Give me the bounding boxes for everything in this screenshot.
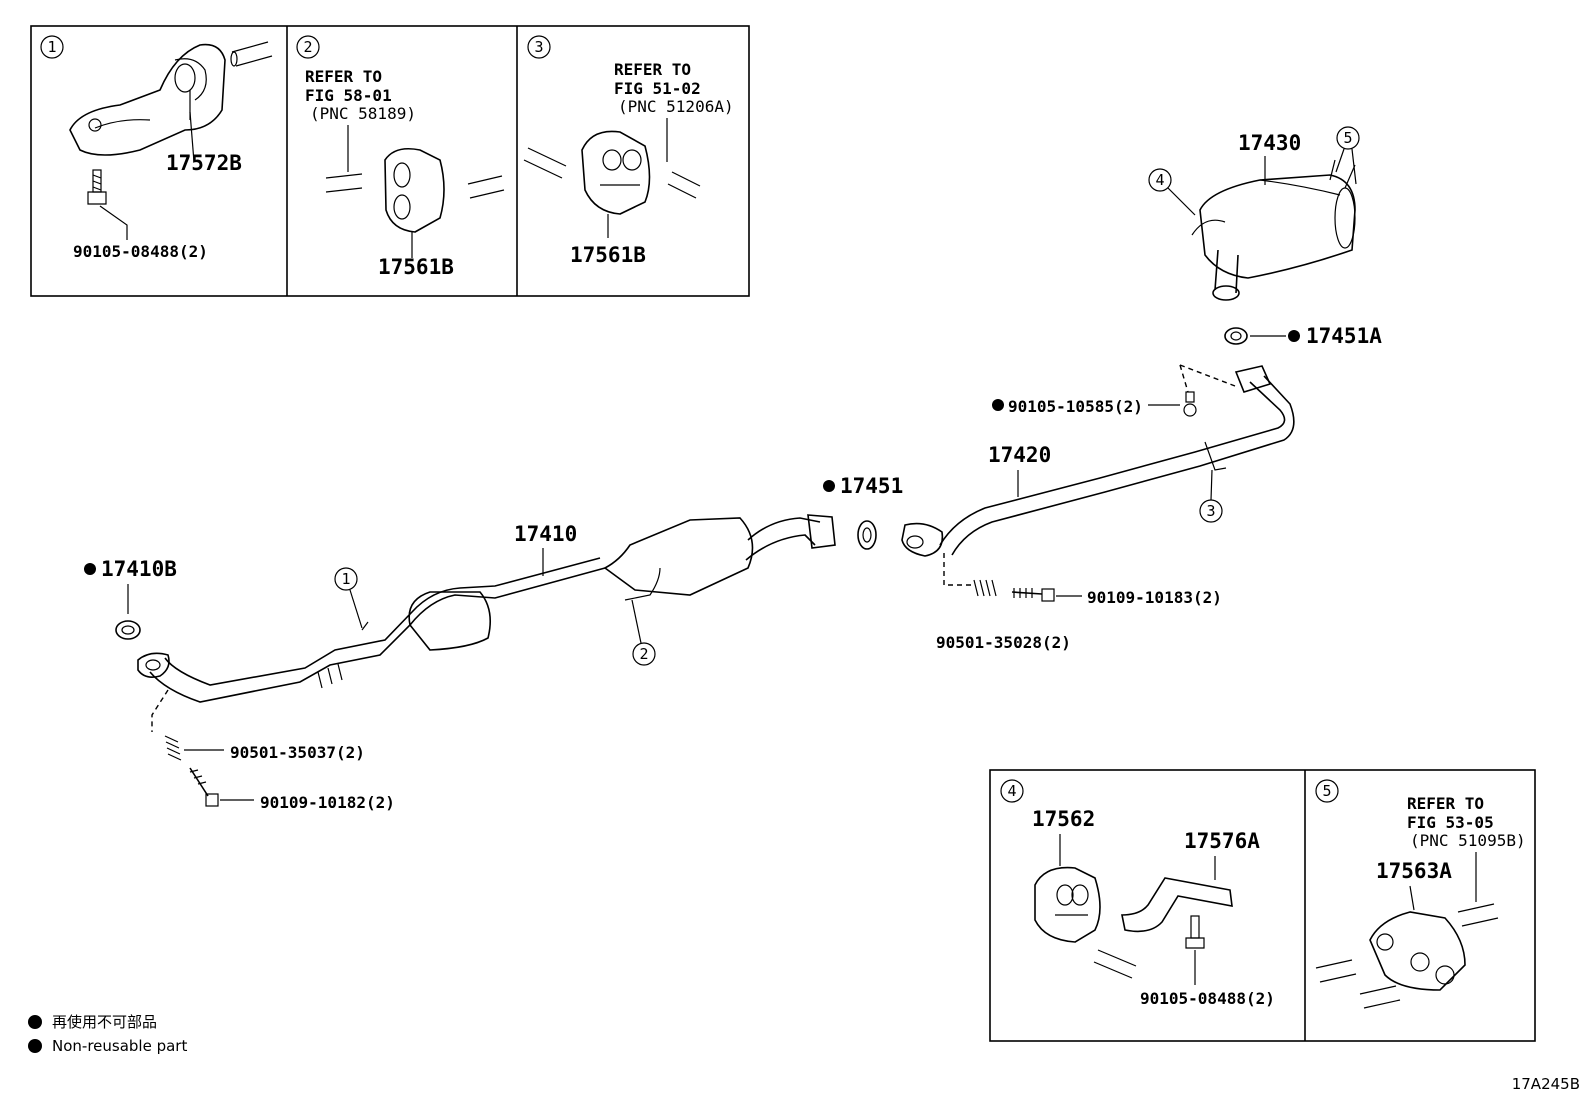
inset-3-number: 3 [534,38,543,56]
inset-2-ref-line3: (PNC 58189) [310,104,416,123]
rubber-hanger-drawing [1034,866,1101,943]
bolt-icon [1185,915,1205,949]
inset-5-ref-line2: FIG 53-05 [1407,813,1494,832]
legend-jp: 再使用不可部品 [28,1011,157,1032]
bolt-icon [1183,391,1197,417]
label-17576A: 17576A [1184,829,1260,853]
non-reusable-marker [992,399,1004,411]
center-pipe-17420 [901,365,1295,557]
label-90501-35037: 90501-35037(2) [230,743,365,762]
front-pipe-17410 [137,514,836,703]
label-90109-10183: 90109-10183(2) [1087,588,1222,607]
non-reusable-marker [823,480,835,492]
callout-1: 1 [341,570,350,588]
label-90105-08488-inset1: 90105-08488(2) [73,242,208,261]
label-17563A: 17563A [1376,859,1452,883]
inset-2-ref-line1: REFER TO [305,67,382,86]
rubber-hanger-drawing [581,130,651,215]
gasket-17451 [857,520,877,550]
non-reusable-marker [1288,330,1300,342]
label-17410: 17410 [514,522,577,546]
bolt-icon [189,767,219,807]
gasket-17451A [1224,327,1248,345]
inset-4: 4 17562 17576A 90105-08488(2) [1000,779,1275,1008]
muffler-17430 [1191,159,1356,301]
label-17451: 17451 [840,474,903,498]
callout-5: 5 [1343,129,1352,147]
heat-insulator-drawing [69,43,226,156]
inset-5-ref-line1: REFER TO [1407,794,1484,813]
callout-2: 2 [639,645,648,663]
inset-2: 2 REFER TO FIG 58-01 (PNC 58189) 17561B [296,35,505,279]
legend-en: Non-reusable part [28,1037,187,1055]
bracket-drawing [1121,877,1233,933]
inset-2-ref-line2: FIG 58-01 [305,86,392,105]
label-90105-08488-inset4: 90105-08488(2) [1140,989,1275,1008]
label-17410B: 17410B [101,557,177,581]
figure-code: 17A245B [1511,1075,1580,1093]
label-90105-10585: 90105-10585(2) [1008,397,1143,416]
inset-4-number: 4 [1007,782,1016,800]
hanger-drawing [1369,911,1466,991]
inset-2-number: 2 [303,38,312,56]
non-reusable-dot-icon [28,1015,42,1029]
legend-en-text: Non-reusable part [52,1037,188,1055]
label-17561B-inset3: 17561B [570,243,646,267]
gasket-17410B [115,620,141,640]
label-17451A: 17451A [1306,324,1382,348]
legend-jp-text: 再使用不可部品 [52,1013,158,1031]
inset-1-number: 1 [47,38,56,56]
inset-panel-top [30,25,750,297]
label-17572B: 17572B [166,151,242,175]
callout-3: 3 [1206,502,1215,520]
non-reusable-marker [84,563,96,575]
inset-3-ref-line2: FIG 51-02 [614,79,701,98]
label-17430: 17430 [1238,131,1301,155]
inset-5-ref-line3: (PNC 51095B) [1410,831,1526,850]
non-reusable-dot-icon [28,1039,42,1053]
spring-icon [973,579,997,597]
inset-panel-bottom [989,769,1536,1042]
rubber-hanger-drawing [384,147,445,233]
inset-1: 1 17572B 90105-08488(2) [40,35,273,261]
label-90109-10182: 90109-10182(2) [260,793,395,812]
inset-5-number: 5 [1322,782,1331,800]
bolt-icon [87,169,107,205]
pipe-stub-1 [230,41,273,67]
label-90501-35028: 90501-35028(2) [936,633,1071,652]
inset-3-ref-line3: (PNC 51206A) [618,97,734,116]
spring-icon [164,735,182,761]
label-17561B-inset2: 17561B [378,255,454,279]
inset-5: 5 REFER TO FIG 53-05 (PNC 51095B) 17563A [1315,779,1526,1009]
bolt-icon [1011,588,1055,602]
inset-3: 3 REFER TO FIG 51-02 (PNC 51206A) 17561B [523,35,734,267]
inset-3-ref-line1: REFER TO [614,60,691,79]
label-17562: 17562 [1032,807,1095,831]
label-17420: 17420 [988,443,1051,467]
callout-4: 4 [1155,171,1164,189]
